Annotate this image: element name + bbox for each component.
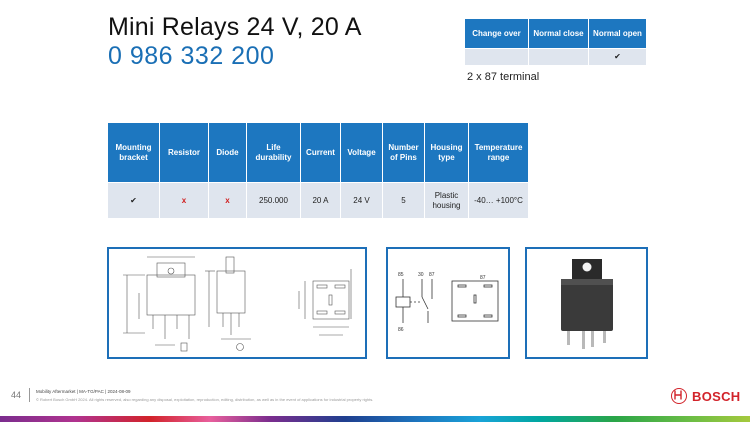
cell-voltage: 24 V xyxy=(340,182,383,219)
contact-type-table: Change over Normal close Normal open ✔ xyxy=(464,18,647,66)
dimension-drawing-panel xyxy=(107,247,367,359)
cell-number-of-pins: 5 xyxy=(382,182,425,219)
cell-change-over xyxy=(464,48,529,66)
table-header-row: Mounting bracket Resistor Diode Life dur… xyxy=(107,122,529,183)
table-header-row: Change over Normal close Normal open xyxy=(464,18,647,49)
table-row: ✔ xyxy=(464,48,647,66)
header-current: Current xyxy=(300,122,341,183)
header-voltage: Voltage xyxy=(340,122,383,183)
pin-label-86: 86 xyxy=(398,327,404,333)
footer-info: Mobility Aftermarket | MA-TG/PAC | 2024-… xyxy=(36,389,131,394)
table-row: ✔ x x 250.000 20 A 24 V 5 Plastic housin… xyxy=(107,182,529,219)
bosch-armature-icon xyxy=(671,388,687,404)
relay-photo-panel xyxy=(525,247,648,359)
part-number: 0 986 332 200 xyxy=(108,42,275,70)
pin-label-85: 85 xyxy=(398,272,404,278)
relay-photo xyxy=(561,259,613,349)
spec-table: Mounting bracket Resistor Diode Life dur… xyxy=(107,122,529,219)
pin-label-87: 87 xyxy=(429,272,435,278)
circuit-schematic-panel: 85 30 87 87 86 xyxy=(386,247,510,359)
header-diode: Diode xyxy=(208,122,247,183)
cell-resistor: x xyxy=(159,182,209,219)
circuit-schematic: 85 30 87 87 86 xyxy=(395,272,499,333)
cell-life-durability: 250.000 xyxy=(246,182,301,219)
header-change-over: Change over xyxy=(464,18,529,49)
header-normal-open: Normal open xyxy=(588,18,647,49)
footer-copyright: © Robert Bosch GmbH 2024. All rights res… xyxy=(36,397,374,402)
cell-normal-close xyxy=(528,48,589,66)
page-number: 44 xyxy=(11,390,22,400)
header-normal-close: Normal close xyxy=(528,18,589,49)
pin-label-30: 30 xyxy=(418,272,424,278)
footer-divider xyxy=(29,388,30,402)
header-temperature-range: Temperature range xyxy=(468,122,529,183)
bosch-logo: BOSCH xyxy=(671,388,740,404)
cell-housing-type: Plastic housing xyxy=(424,182,469,219)
brand-color-stripe xyxy=(0,416,750,422)
page-title: Mini Relays 24 V, 20 A xyxy=(108,13,362,41)
header-mounting-bracket: Mounting bracket xyxy=(107,122,160,183)
header-housing-type: Housing type xyxy=(424,122,469,183)
header-life-durability: Life durability xyxy=(246,122,301,183)
dimension-drawing xyxy=(123,256,352,352)
logo-text: BOSCH xyxy=(692,388,741,404)
cell-diode: x xyxy=(208,182,247,219)
cell-temperature-range: -40… +100°C xyxy=(468,182,529,219)
cell-current: 20 A xyxy=(300,182,341,219)
pin-label-87-top: 87 xyxy=(480,275,486,281)
header-resistor: Resistor xyxy=(159,122,209,183)
cell-mounting-bracket: ✔ xyxy=(107,182,160,219)
header-number-of-pins: Number of Pins xyxy=(382,122,425,183)
cell-normal-open: ✔ xyxy=(588,48,647,66)
terminal-note: 2 x 87 terminal xyxy=(467,71,540,83)
